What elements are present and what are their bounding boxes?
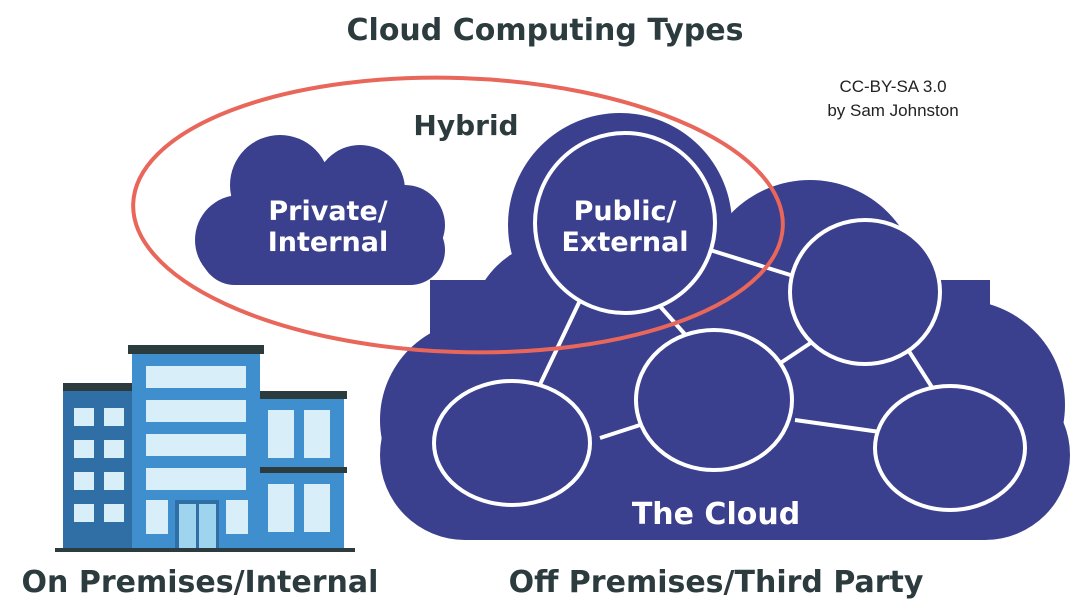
- private-cloud-shape: [195, 135, 445, 285]
- network-links: [533, 248, 937, 440]
- node-left: [432, 379, 592, 507]
- link-public-to-left: [533, 289, 587, 396]
- public-external-line1: Public/: [574, 196, 677, 227]
- link-right-top-to-right: [903, 343, 937, 394]
- public-external-line2: External: [561, 227, 688, 258]
- private-internal-line1: Private/: [268, 196, 387, 227]
- off-premises-label: Off Premises/Third Party: [509, 565, 924, 600]
- node-public-external: [533, 131, 717, 315]
- diagram-title: Cloud Computing Types: [347, 13, 744, 48]
- node-center: [634, 328, 794, 472]
- credit-author: by Sam Johnston: [827, 101, 958, 120]
- network-nodes: [432, 131, 1027, 512]
- link-public-to-right-top: [709, 248, 801, 280]
- private-internal-line2: Internal: [268, 227, 389, 258]
- node-right-top: [788, 218, 942, 366]
- node-right: [873, 384, 1027, 512]
- on-premises-label: On Premises/Internal: [22, 565, 379, 600]
- link-center-to-right: [794, 418, 881, 434]
- hybrid-ring: [131, 75, 785, 355]
- building-icon: [55, 345, 355, 552]
- credit-license: CC-BY-SA 3.0: [839, 77, 946, 96]
- hybrid-label: Hybrid: [413, 109, 518, 142]
- link-left-to-center: [599, 423, 641, 440]
- the-cloud-label: The Cloud: [632, 497, 800, 532]
